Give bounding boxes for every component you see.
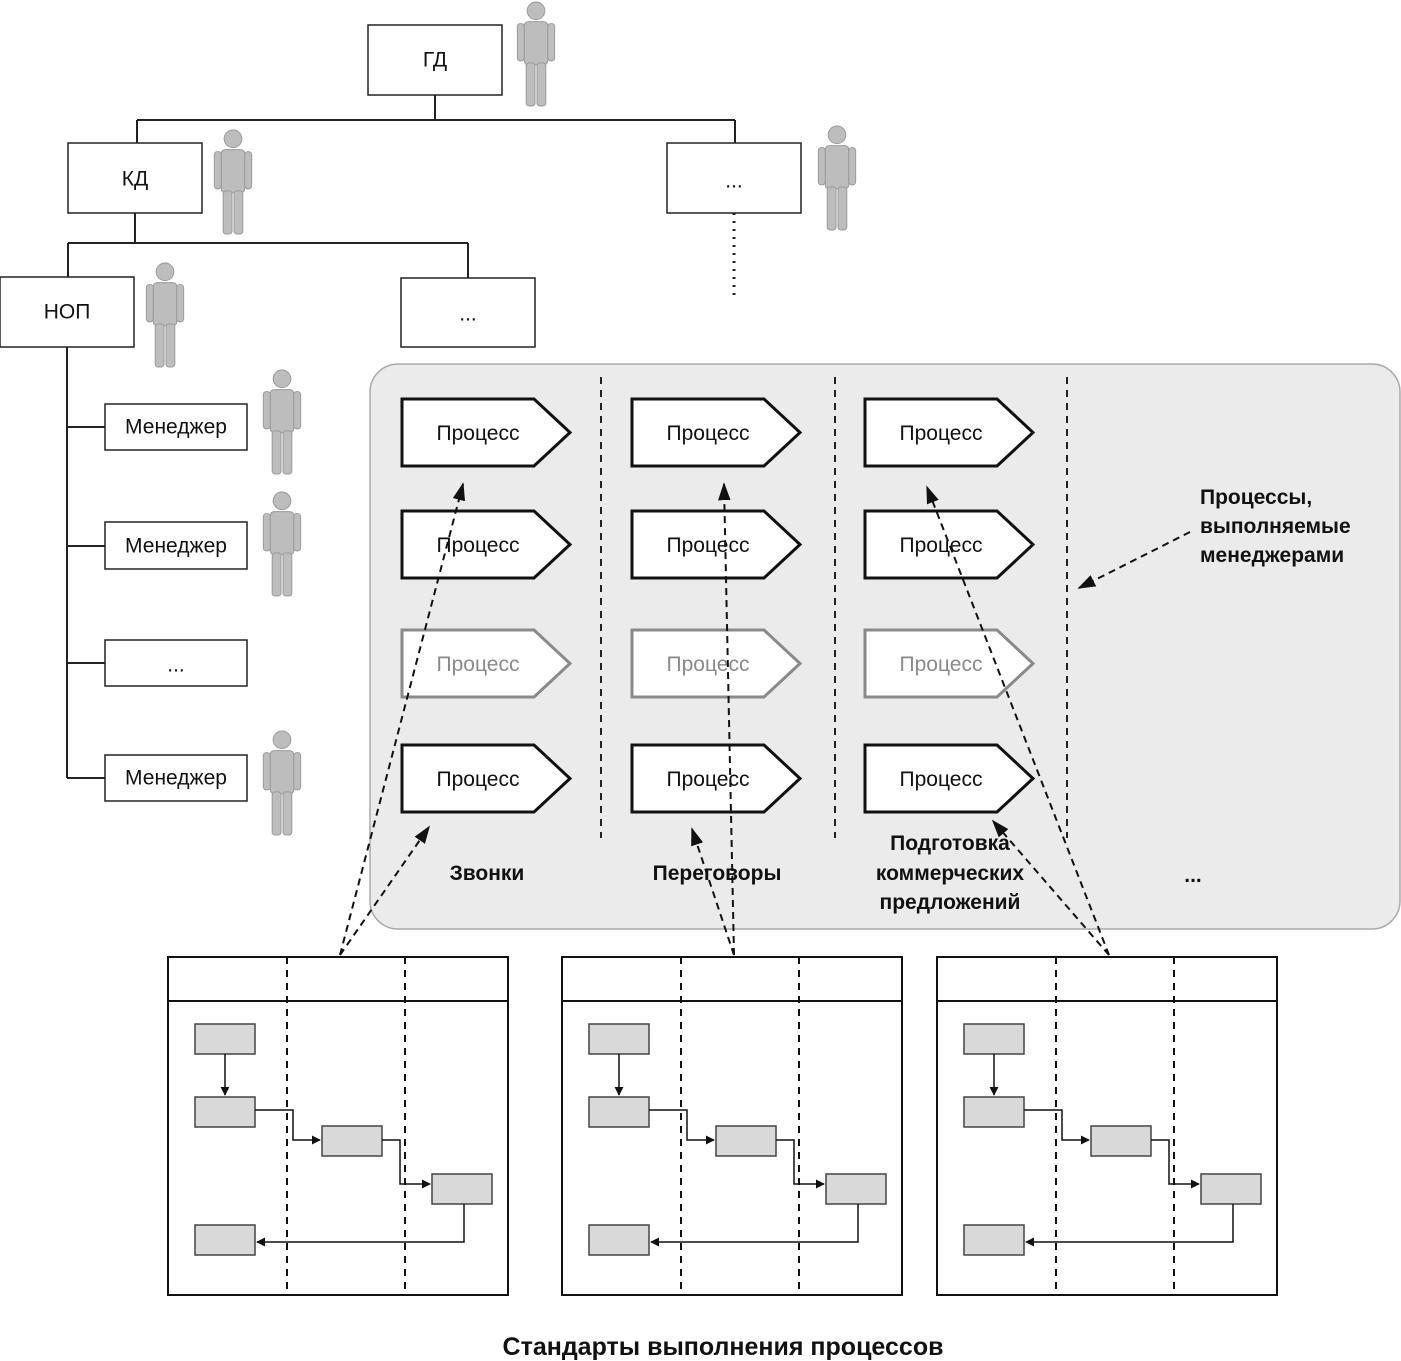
org-node-other-director: ... (666, 142, 802, 214)
panel-note-line: менеджерами (1200, 544, 1344, 567)
person-icon (145, 262, 185, 368)
process-chevron: Процесс (630, 743, 803, 814)
standard-links (339, 482, 1110, 956)
flow-arrow (1151, 1139, 1200, 1189)
process-chevron: Процесс (863, 397, 1036, 468)
person-icon (516, 1, 556, 107)
manager-box: Менеджер (104, 754, 248, 802)
process-label: Процесс (667, 534, 750, 557)
column-label-proposals-line: предложений (880, 891, 1021, 914)
org-node-kd: КД (67, 142, 203, 214)
person-icon (817, 125, 857, 231)
process-step (194, 1096, 256, 1128)
process-step (963, 1224, 1025, 1256)
org-node-other-department: ... (400, 277, 536, 348)
org-node-label: КД (122, 168, 148, 191)
person-icon (213, 129, 253, 235)
process-chevron: Процесс (863, 509, 1036, 580)
process-step (963, 1023, 1025, 1055)
flow-arrow (1024, 1109, 1090, 1145)
process-label: Процесс (900, 768, 983, 791)
process-label: Процесс (667, 768, 750, 791)
process-step (963, 1096, 1025, 1128)
manager-box: Менеджер (104, 403, 248, 451)
flow-arrow (649, 1109, 715, 1145)
process-label: Процесс (437, 768, 520, 791)
process-chevron: Процесс (400, 509, 573, 580)
process-step (1200, 1173, 1262, 1205)
column-label-more: ... (1184, 864, 1202, 887)
process-label: Процесс (900, 422, 983, 445)
process-step (194, 1023, 256, 1055)
process-label: Процесс (900, 653, 983, 676)
flow-arrow (382, 1139, 431, 1189)
standards-caption: Стандарты выполнения процессов (503, 1333, 944, 1361)
org-node-label: ... (725, 170, 743, 193)
standards-cards (167, 956, 1278, 1296)
flow-arrow (256, 1204, 465, 1247)
process-chevron: Процесс (400, 397, 573, 468)
standard-card (561, 956, 903, 1296)
process-step (194, 1224, 256, 1256)
process-chevron: Процесс (400, 743, 573, 814)
process-label: Процесс (667, 422, 750, 445)
flow-arrow (1025, 1204, 1234, 1247)
panel-note-line: выполняемые (1200, 515, 1351, 538)
manager-label: Менеджер (125, 535, 227, 558)
process-grid: ПроцессПроцессПроцессПроцессПроцессПроце… (400, 397, 1036, 814)
org-node-label: ... (459, 303, 477, 326)
panel-note: Процессы, выполняемые менеджерами (1200, 486, 1351, 567)
org-connectors (66, 95, 736, 779)
process-step (321, 1125, 383, 1157)
manager-label: Менеджер (125, 416, 227, 439)
process-step (825, 1173, 887, 1205)
process-step (715, 1125, 777, 1157)
manager-label: ... (167, 654, 185, 677)
process-label: Процесс (437, 422, 520, 445)
process-chevron: Процесс (400, 628, 573, 699)
process-step (431, 1173, 493, 1205)
process-chevron: Процесс (863, 628, 1036, 699)
org-node-label: НОП (44, 301, 91, 324)
process-label: Процесс (900, 534, 983, 557)
column-label-calls: Звонки (450, 862, 525, 885)
org-node-nop: НОП (0, 276, 135, 348)
flow-arrow (255, 1109, 321, 1145)
process-chevron: Процесс (630, 397, 803, 468)
column-label-proposals-line: Подготовка (890, 832, 1010, 855)
person-icon (262, 730, 302, 836)
process-chevron: Процесс (630, 509, 803, 580)
flow-arrow (776, 1139, 825, 1189)
org-node-label: ГД (423, 49, 447, 72)
flow-arrow (650, 1204, 859, 1247)
process-chevron: Процесс (630, 628, 803, 699)
process-step (588, 1096, 650, 1128)
column-label-proposals-line: коммерческих (876, 862, 1025, 885)
org-node-gd: ГД (367, 24, 503, 96)
column-labels: Звонки Переговоры Подготовка коммерчески… (450, 832, 1202, 914)
manager-box: Менеджер (104, 521, 248, 570)
process-label: Процесс (437, 534, 520, 557)
person-icon (262, 369, 302, 475)
panel-note-arrow (1077, 531, 1191, 589)
process-label: Процесс (667, 653, 750, 676)
standard-card (936, 956, 1278, 1296)
manager-box: ... (104, 639, 248, 687)
person-icon (262, 491, 302, 597)
manager-label: Менеджер (125, 767, 227, 790)
process-step (588, 1023, 650, 1055)
column-label-negotiations: Переговоры (653, 862, 782, 885)
process-label: Процесс (437, 653, 520, 676)
process-step (1090, 1125, 1152, 1157)
panel-note-line: Процессы, (1200, 486, 1312, 509)
process-step (588, 1224, 650, 1256)
process-chevron: Процесс (863, 743, 1036, 814)
standard-card (167, 956, 509, 1296)
